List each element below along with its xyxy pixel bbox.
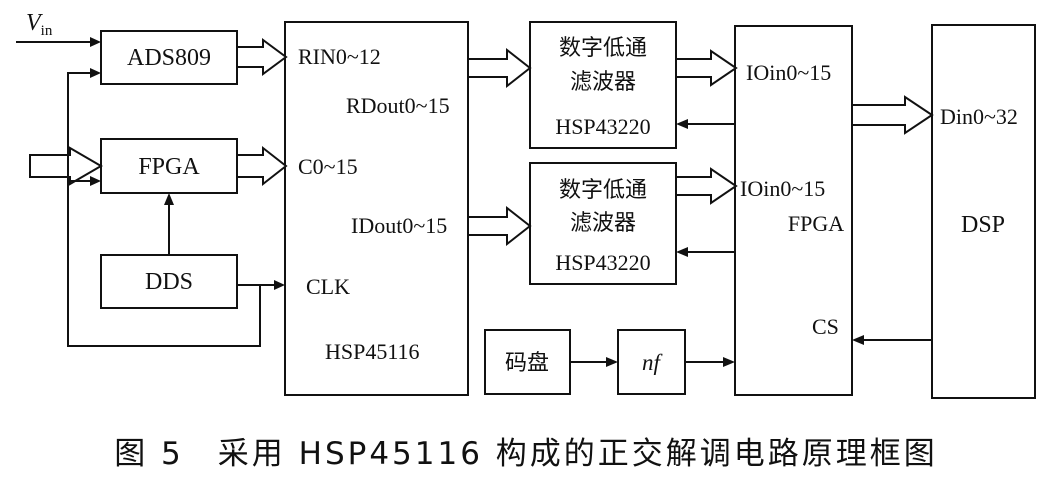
arrowhead-clock-fpga-left xyxy=(90,176,101,186)
arrowhead-vin xyxy=(90,37,101,47)
svg-text:Vin: Vin xyxy=(26,10,53,39)
arrowhead-fpga-to-filter-top xyxy=(676,119,688,129)
port-ioin-bottom: IOin0~15 xyxy=(740,176,825,201)
bus-arrow-idout-to-filter xyxy=(467,205,532,247)
bus-arrow-filter-top-to-fpga xyxy=(675,49,738,87)
hsp45116-label: HSP45116 xyxy=(325,339,420,364)
bus-arrow-vin-fpga-input xyxy=(29,146,103,186)
port-c0: C0~15 xyxy=(298,154,358,179)
dsp-box xyxy=(931,24,1036,399)
filter-top-line2: 滤波器 xyxy=(570,70,636,95)
dds-label: DDS xyxy=(145,269,193,295)
arrowhead-clk xyxy=(274,280,285,290)
filter-top-line1: 数字低通 xyxy=(559,36,647,61)
arrowhead-encoder-to-nf xyxy=(606,357,618,367)
port-clk: CLK xyxy=(306,274,350,299)
ads809-label: ADS809 xyxy=(127,45,211,71)
filter-bottom-line2: 滤波器 xyxy=(570,211,636,236)
bus-arrow-fpga-to-c0 xyxy=(236,145,288,187)
fpga-main-box xyxy=(734,25,853,396)
fpga-left-label: FPGA xyxy=(138,154,200,180)
filter-bottom-chip: HSP43220 xyxy=(555,250,650,275)
arrowhead-dsp-to-cs xyxy=(852,335,864,345)
filter-top-box xyxy=(529,21,677,149)
filter-bottom-line1: 数字低通 xyxy=(559,178,647,203)
vin-label: V xyxy=(26,10,43,36)
hsp45116-box xyxy=(284,21,469,396)
arrowhead-dds-to-fpga-left xyxy=(164,193,174,205)
fpga-main-label: FPGA xyxy=(788,211,844,236)
nf-label: nf xyxy=(642,350,664,375)
arrowhead-fpga-to-filter-bottom xyxy=(676,247,688,257)
bus-arrow-filter-bottom-to-fpga xyxy=(675,167,738,205)
port-rdout: RDout0~15 xyxy=(346,93,450,118)
encoder-box xyxy=(484,329,571,395)
fpga-left-box xyxy=(100,138,238,194)
bus-arrow-fpga-to-dsp xyxy=(851,95,934,135)
dsp-label: DSP xyxy=(961,212,1005,238)
bus-arrow-ads809-to-rin xyxy=(236,38,288,76)
wire-dds-clock-loop xyxy=(67,72,261,347)
arrowhead-clock-ads809 xyxy=(90,68,101,78)
port-ioin-top: IOin0~15 xyxy=(746,60,831,85)
filter-bottom-box xyxy=(529,162,677,285)
figure-caption: 图 5 采用 HSP45116 构成的正交解调电路原理框图 xyxy=(114,436,938,472)
ads809-box xyxy=(100,30,238,85)
port-rin: RIN0~12 xyxy=(298,44,381,69)
block-diagram: Vin ADS809 FPGA DDS RIN0~12 RDout0~15 C0… xyxy=(16,10,1036,399)
bus-arrow-rdout-to-filter xyxy=(467,47,532,89)
port-cs: CS xyxy=(812,314,839,339)
arrowhead-nf-to-fpga xyxy=(723,357,735,367)
encoder-label: 码盘 xyxy=(505,351,549,376)
port-din: Din0~32 xyxy=(940,104,1018,129)
port-idout: IDout0~15 xyxy=(351,213,447,238)
vin-subscript: in xyxy=(41,23,53,39)
filter-top-chip: HSP43220 xyxy=(555,114,650,139)
